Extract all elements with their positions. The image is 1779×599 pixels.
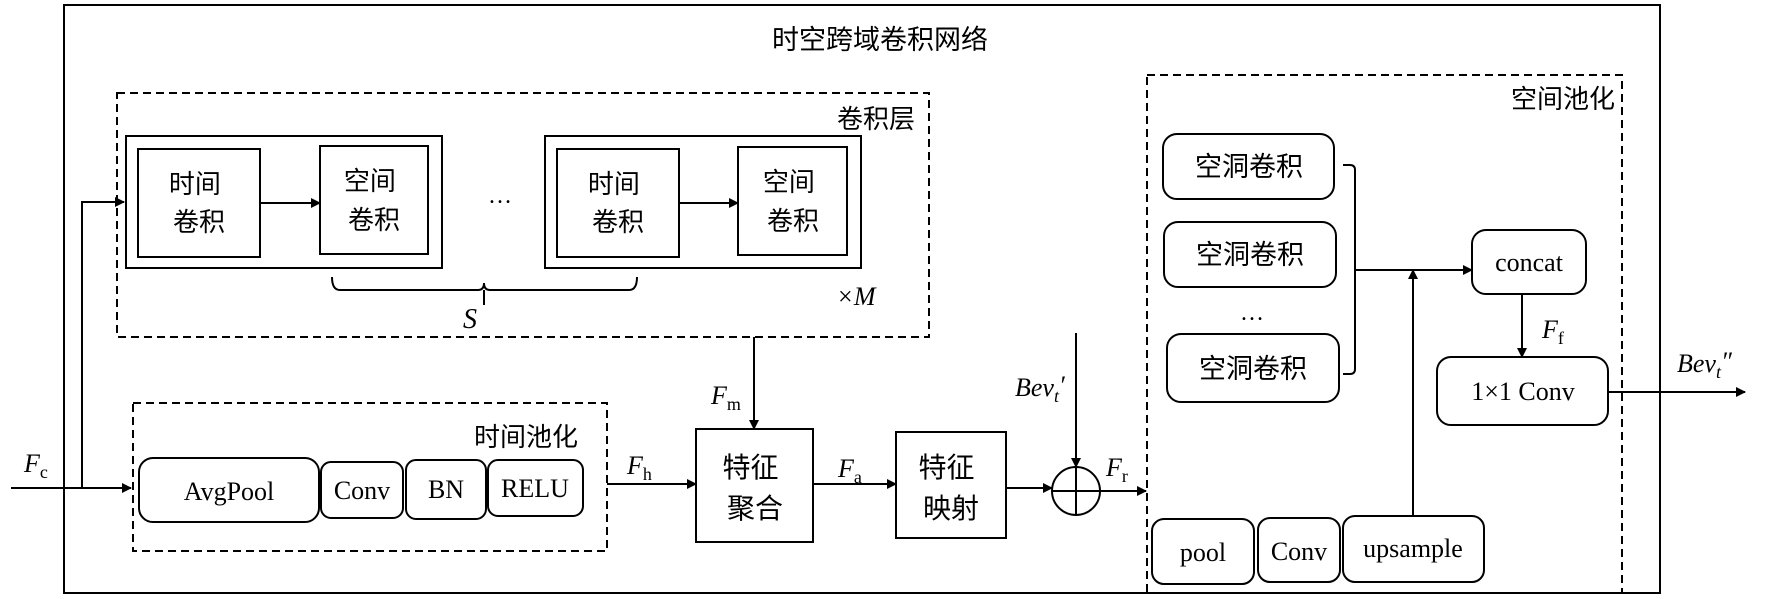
label-bev-out: Bevt″ [1677, 347, 1733, 382]
spatial-conv-block-1-label: 空间 卷积 [344, 167, 404, 236]
conv-group-1: 时间 卷积 空间 卷积 [125, 135, 443, 269]
label-bev-in: Bevt′ [1015, 371, 1065, 406]
dilated-conv-label-1: 空洞卷积 [1195, 152, 1303, 183]
dilated-conv-block-2[interactable] [1163, 221, 1337, 288]
temporal-conv-op-label: Conv [334, 476, 390, 505]
spatial-conv-block-1[interactable] [319, 145, 429, 255]
spatial-pool-op-block[interactable] [1151, 518, 1255, 585]
temporal-pool-frame [132, 402, 608, 552]
avgpool-label: AvgPool [184, 477, 275, 506]
avgpool-block[interactable] [138, 457, 320, 523]
sum-node [1051, 466, 1101, 516]
repeat-m-label: ×M [836, 282, 877, 311]
label-fr: Fr [1105, 453, 1128, 486]
temporal-conv-block-1[interactable] [137, 148, 261, 258]
network-title: 时空跨域卷积网络 [772, 25, 988, 56]
spatial-conv-block-2-label: 空间 卷积 [763, 168, 823, 237]
dilated-conv-label-2: 空洞卷积 [1196, 240, 1304, 271]
fc-branch-to-conv-layer [81, 197, 125, 488]
relu-block[interactable] [487, 459, 584, 517]
feature-aggregation-label: 特征 聚合 [723, 451, 788, 525]
dilated-conv-label-3: 空洞卷积 [1199, 354, 1307, 385]
dilated-conv-ellipsis: … [1240, 300, 1264, 326]
label-ff: Ff [1541, 315, 1564, 348]
conv-layer-frame [116, 92, 930, 338]
bn-block[interactable] [405, 459, 487, 520]
conv-group-2: 时间 卷积 空间 卷积 [544, 135, 862, 269]
conv1x1-label: 1×1 Conv [1471, 377, 1575, 406]
dilated-conv-bracket [1343, 164, 1356, 375]
temporal-conv-block-2-label: 时间 卷积 [588, 170, 648, 238]
temporal-pool-label: 时间池化 [474, 423, 578, 453]
dilated-conv-block-1[interactable] [1162, 133, 1335, 200]
label-fa: Fa [837, 454, 862, 487]
spatial-conv-op-label: Conv [1271, 537, 1327, 566]
brace-s [331, 276, 638, 291]
bn-label: BN [428, 475, 464, 504]
concat-label: concat [1495, 248, 1564, 277]
concat-block[interactable] [1471, 229, 1587, 295]
label-fc: Fc [23, 449, 48, 482]
spatial-pool-label: 空间池化 [1511, 85, 1615, 115]
relu-label: RELU [501, 474, 569, 503]
dilated-conv-block-3[interactable] [1166, 333, 1340, 403]
upsample-label: upsample [1363, 534, 1463, 563]
feature-mapping-label: 特征 映射 [919, 451, 984, 525]
upsample-block[interactable] [1342, 515, 1485, 583]
label-fh: Fh [626, 451, 652, 484]
temporal-conv-op-block[interactable] [320, 461, 404, 519]
feature-mapping-block[interactable] [895, 431, 1007, 539]
feature-aggregation-block[interactable] [695, 428, 814, 543]
temporal-conv-block-1-label: 时间 卷积 [169, 170, 229, 238]
spatial-pool-frame [1146, 74, 1623, 594]
spatial-conv-op-block[interactable] [1257, 517, 1341, 583]
spatial-conv-block-2[interactable] [737, 146, 848, 256]
conv-layer-label: 卷积层 [837, 105, 915, 135]
conv-group-ellipsis: … [488, 183, 512, 209]
outer-network-frame [63, 4, 1661, 594]
temporal-conv-block-2[interactable] [556, 148, 680, 258]
spatial-pool-op-label: pool [1180, 538, 1226, 567]
label-fm: Fm [710, 381, 741, 414]
brace-s-label: S [463, 304, 477, 335]
